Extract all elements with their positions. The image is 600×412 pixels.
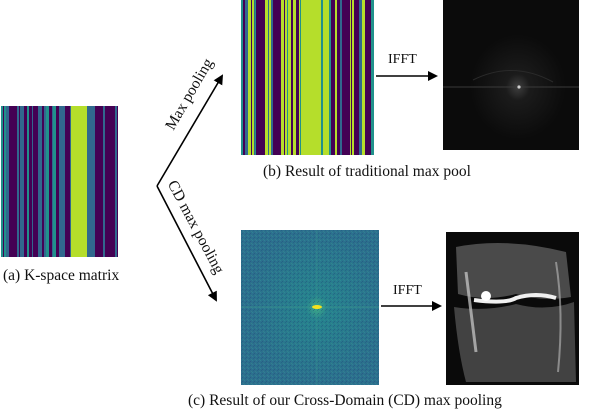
- traditional-ifft-image: [443, 0, 579, 150]
- cd-caption: (c) Result of our Cross-Domain (CD) max …: [188, 392, 502, 409]
- traditional-caption: (b) Result of traditional max pool: [263, 163, 471, 180]
- traditional-maxpool-image: [241, 0, 374, 155]
- kspace-matrix-image: [1, 106, 118, 257]
- ifft-label-bottom: IFFT: [393, 283, 422, 298]
- cd-ifft-image: [446, 232, 579, 385]
- kspace-caption: (a) K-space matrix: [3, 267, 120, 284]
- arrow-to-maxpool: [156, 74, 224, 187]
- ifft-label-top: IFFT: [388, 52, 417, 67]
- cd-maxpool-image: [241, 230, 379, 385]
- arrow-to-cd-maxpool: [156, 185, 217, 302]
